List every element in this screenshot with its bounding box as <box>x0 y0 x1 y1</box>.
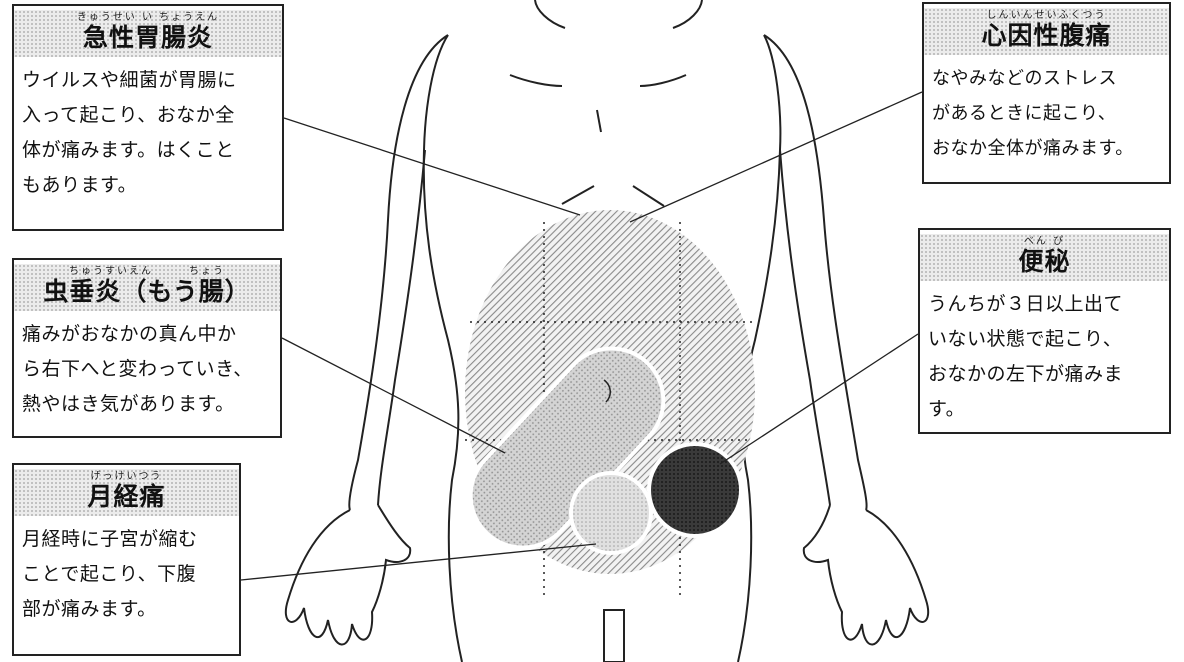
right-collarbone <box>640 75 686 86</box>
left-rib-mark <box>562 186 594 204</box>
crotch-gap <box>604 610 624 662</box>
gastroenteritis-title: 急性胃腸炎 <box>14 23 282 53</box>
psychogenic-pain-ruby: しんいんせいふくつう <box>924 10 1169 21</box>
left-torso-outline <box>424 35 462 662</box>
appendicitis-title: 虫垂炎（もう腸） <box>14 277 280 307</box>
psychogenic-pain-line-2: があるときに起こり、 <box>932 96 1161 131</box>
gastroenteritis-line-1: ウイルスや細菌が胃腸に <box>22 63 274 98</box>
menstrual-pain-label-box: げっけいつう 月経痛 月経時に子宮が縮む ことで起こり、下腹 部が痛みます。 <box>12 463 241 656</box>
chest-mark <box>597 110 601 132</box>
constipation-title: 便秘 <box>920 247 1169 277</box>
psychogenic-pain-title: 心因性腹痛 <box>924 21 1169 51</box>
menstrual-pain-ruby: げっけいつう <box>14 471 239 482</box>
psychogenic-pain-line-3: おなか全体が痛みます。 <box>932 131 1161 166</box>
gastroenteritis-line-4: もあります。 <box>22 168 274 203</box>
menstrual-pain-line-2: ことで起こり、下腹 <box>22 557 231 592</box>
leader-gastroenteritis <box>284 118 580 215</box>
appendicitis-header: ちゅうすいえん ちょう 虫垂炎（もう腸） <box>14 264 280 311</box>
constipation-header: べん ぴ 便秘 <box>920 234 1169 281</box>
gastroenteritis-header: きゅうせい い ちょうえん 急性胃腸炎 <box>14 10 282 57</box>
gastroenteritis-ruby: きゅうせい い ちょうえん <box>14 12 282 23</box>
appendicitis-ruby: ちゅうすいえん ちょう <box>14 266 280 277</box>
constipation-line-4: す。 <box>928 392 1161 427</box>
constipation-line-1: うんちが３日以上出て <box>928 287 1161 322</box>
neck-right <box>673 0 702 28</box>
left-hand <box>286 505 410 645</box>
menstrual-pain-header: げっけいつう 月経痛 <box>14 469 239 516</box>
menstrual-region <box>571 473 651 553</box>
left-inner-arm <box>378 150 425 505</box>
right-hand <box>804 505 928 645</box>
gastroenteritis-line-3: 体が痛みます。はくこと <box>22 133 274 168</box>
gastroenteritis-line-2: 入って起こり、おなか全 <box>22 98 274 133</box>
right-rib-mark <box>633 186 664 206</box>
menstrual-pain-title: 月経痛 <box>14 482 239 512</box>
appendicitis-line-2: ら右下へと変わっていき、 <box>22 352 272 387</box>
constipation-line-3: おなかの左下が痛みま <box>928 357 1161 392</box>
left-collarbone <box>510 75 562 86</box>
constipation-region <box>649 444 741 536</box>
psychogenic-pain-label-box: しんいんせいふくつう 心因性腹痛 なやみなどのストレス があるときに起こり、 お… <box>922 2 1171 184</box>
psychogenic-pain-line-1: なやみなどのストレス <box>932 61 1161 96</box>
constipation-line-2: いない状態で起こり、 <box>928 322 1161 357</box>
constipation-label-box: べん ぴ 便秘 うんちが３日以上出て いない状態で起こり、 おなかの左下が痛みま… <box>918 228 1171 434</box>
neck-left <box>535 0 565 28</box>
leader-menstrual <box>241 544 596 580</box>
menstrual-pain-line-1: 月経時に子宮が縮む <box>22 522 231 557</box>
appendicitis-line-3: 熱やはき気があります。 <box>22 387 272 422</box>
constipation-ruby: べん ぴ <box>920 236 1169 247</box>
appendicitis-line-1: 痛みがおなかの真ん中か <box>22 317 272 352</box>
psychogenic-pain-header: しんいんせいふくつう 心因性腹痛 <box>924 8 1169 55</box>
appendicitis-label-box: ちゅうすいえん ちょう 虫垂炎（もう腸） 痛みがおなかの真ん中か ら右下へと変わ… <box>12 258 282 438</box>
menstrual-pain-line-3: 部が痛みます。 <box>22 592 231 627</box>
gastroenteritis-label-box: きゅうせい い ちょうえん 急性胃腸炎 ウイルスや細菌が胃腸に 入って起こり、お… <box>12 4 284 231</box>
